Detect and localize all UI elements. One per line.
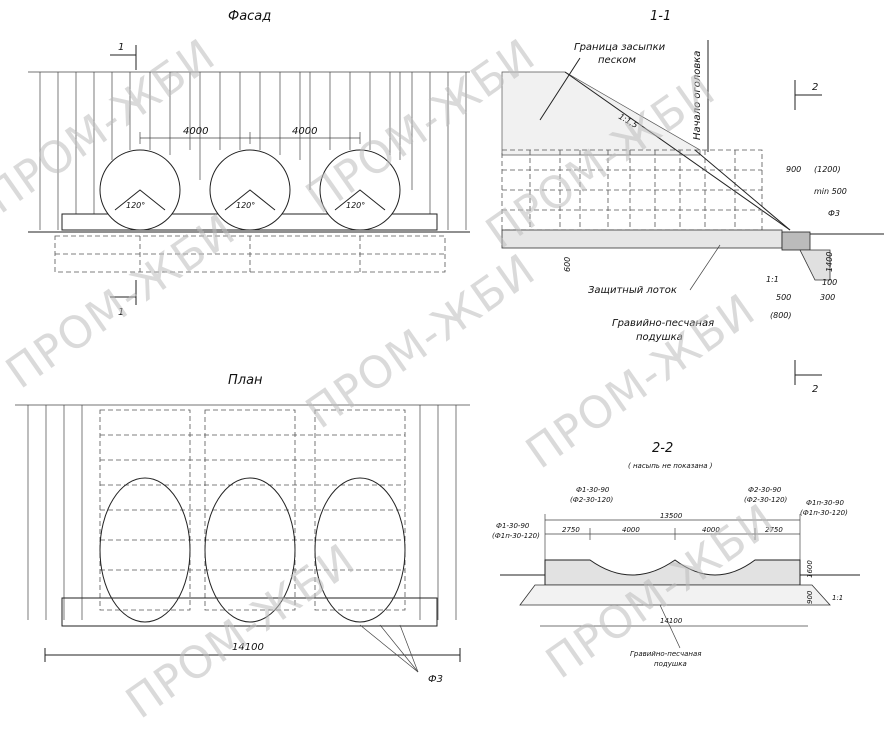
- facade-angle-3: 120°: [346, 201, 365, 210]
- dim-900-2: 900: [806, 590, 814, 604]
- backfill-label-1: Граница засыпки: [574, 42, 666, 53]
- watermark-6: ПРОМ-ЖБИ: [117, 534, 365, 729]
- facade-section-mark-bottom: 1: [118, 307, 124, 318]
- facade-dim-1: 4000: [183, 126, 208, 137]
- section-2-marks: [794, 80, 822, 385]
- dim-900: 900: [786, 165, 801, 174]
- watermark-4: ПРОМ-ЖБИ: [297, 244, 545, 439]
- facade-pipes: [61, 149, 438, 231]
- tray-label: Защитный лоток: [588, 285, 677, 296]
- facade-title: Фасад: [228, 9, 271, 24]
- facade-angle-1: 120°: [126, 201, 145, 210]
- dim-500: 500: [776, 293, 791, 302]
- backfill-leader: [539, 57, 581, 121]
- label-f1-a: Ф1-30-90: [576, 486, 610, 494]
- min-500: min 500: [814, 187, 847, 196]
- dim-300: 300: [820, 293, 835, 302]
- facade-embankment-hatch: [28, 71, 470, 230]
- facade-section-mark-top: 1: [118, 42, 124, 53]
- section-2-2-title: 2-2: [652, 441, 673, 456]
- section-2-mark-bottom: 2: [812, 384, 818, 395]
- label-f1-right-b: (Ф1п-30-120): [800, 509, 848, 517]
- gravel-sand-bed: [519, 584, 831, 606]
- watermark-2: ПРОМ-ЖБИ: [0, 204, 245, 399]
- gravel-2-label-1: Гравийно-песчаная: [630, 650, 701, 658]
- label-f1-left-a: Ф1-30-90: [496, 522, 530, 530]
- slope-1-1: 1:1: [766, 275, 779, 284]
- backfill-label-2: песком: [598, 55, 636, 66]
- plan-dim-14100: 14100: [232, 642, 264, 653]
- gravel-2-label-2: подушка: [654, 660, 687, 668]
- head-start-label: Начало оголовка: [692, 51, 703, 140]
- foundation-profile: [544, 559, 801, 586]
- gravel-leader-2: [659, 604, 681, 649]
- facade-dim-2: 4000: [292, 126, 317, 137]
- facade-section-marks: [110, 45, 137, 305]
- dim-100: 100: [822, 278, 837, 287]
- section-2-2-subtitle: ( насыпь не показана ): [628, 462, 713, 470]
- dim-1600: 1600: [806, 560, 814, 578]
- sand-backfill: [501, 71, 701, 156]
- dim-2750-right: 2750: [765, 526, 783, 534]
- slope-1-1-2: 1:1: [832, 594, 843, 602]
- plan-f3-leaders: [359, 624, 419, 673]
- dim-2750-left: 2750: [562, 526, 580, 534]
- gravel-label-1: Гравийно-песчаная: [612, 318, 714, 329]
- plan-title: План: [228, 373, 263, 388]
- dim-14100-2: 14100: [660, 617, 683, 625]
- plan-f3-label: Ф3: [428, 674, 443, 685]
- section-1-1-title: 1-1: [650, 9, 671, 24]
- label-f1-right-a: Ф1п-30-90: [806, 499, 844, 507]
- facade-dim-lines: [139, 132, 361, 144]
- dim-13500: 13500: [660, 512, 683, 520]
- facade-ground: [28, 231, 470, 273]
- dim-600: 600: [563, 257, 572, 272]
- section-2-2-dim-lines: [544, 514, 801, 560]
- protective-tray: [781, 231, 811, 251]
- facade-view: Фасад 1 1 4000: [28, 9, 470, 318]
- facade-angle-2: 120°: [236, 201, 255, 210]
- label-f2-a: Ф2-30-90: [748, 486, 782, 494]
- plan-embankment-hatch: [15, 404, 470, 620]
- head-slope-line: [694, 149, 791, 231]
- plan-view: План 14100 Ф3: [15, 373, 470, 685]
- section-2-mark-top: 2: [812, 82, 818, 93]
- dim-1200: (1200): [814, 165, 841, 174]
- watermark-5: ПРОМ-ЖБИ: [517, 284, 765, 479]
- dim-4000-b: 4000: [702, 526, 720, 534]
- plan-heads: [61, 477, 438, 627]
- dim-4000-a: 4000: [622, 526, 640, 534]
- section-2-2-view: 2-2 ( насыпь не показана ) Ф1-30-90 (Ф2-…: [492, 441, 860, 668]
- label-f1-b: (Ф2-30-120): [570, 496, 614, 504]
- tray-leader: [689, 244, 721, 291]
- gravel-label-2: подушка: [636, 332, 683, 343]
- dim-800: (800): [770, 311, 792, 320]
- plan-pipe-blocks: [99, 409, 406, 611]
- backfill-slope-line: [564, 71, 791, 231]
- base-pad: [501, 229, 783, 249]
- tray-foundation: [799, 249, 831, 281]
- dim-1400: 1400: [825, 252, 834, 272]
- label-f2-b: (Ф2-30-120): [744, 496, 788, 504]
- f3-label-section: Ф3: [828, 209, 840, 218]
- label-f1-left-b: (Ф1п-30-120): [492, 532, 540, 540]
- section-1-1-view: 1-1 Граница засыпки песком 1:1,5 Начало …: [501, 9, 884, 395]
